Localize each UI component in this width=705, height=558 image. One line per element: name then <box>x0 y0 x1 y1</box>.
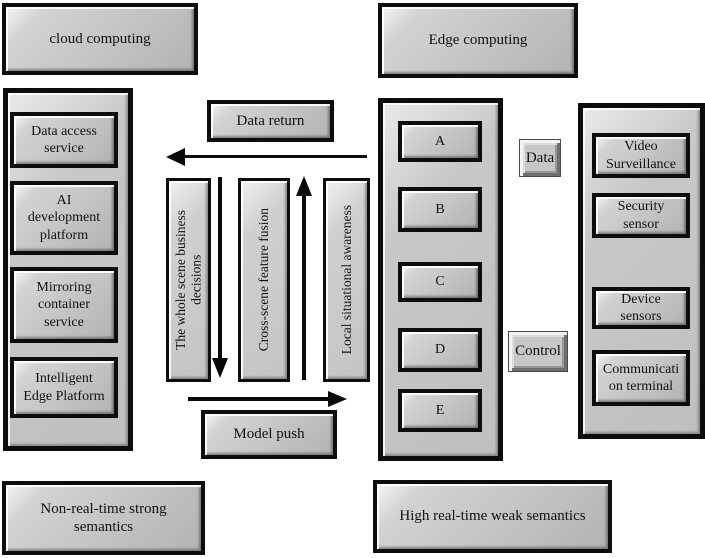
downward-arrow-shaft <box>218 177 222 360</box>
model-push-arrow-shaft <box>188 397 331 401</box>
node-d-box: D <box>398 328 482 372</box>
local-situational-awareness-bar: Local situational awareness <box>323 178 370 382</box>
communication-terminal-box: Communicati on terminal <box>592 350 690 406</box>
mirroring-container-service-box: Mirroring container service <box>10 267 118 343</box>
high-real-time-weak-semantics-box: High real-time weak semantics <box>373 480 612 553</box>
edge-computing-box: Edge computing <box>378 3 578 78</box>
data-access-service-box: Data access service <box>10 112 118 168</box>
ai-development-platform-box: AI development platform <box>10 181 118 255</box>
cross-scene-feature-fusion-bar: Cross-scene feature fusion <box>238 178 290 382</box>
downward-arrowhead-icon <box>212 358 228 378</box>
control-link-button: Control <box>508 331 568 372</box>
node-b-box: B <box>398 187 482 232</box>
data-return-box: Data return <box>207 100 334 142</box>
cloud-services-panel: Data access service AI development platf… <box>3 88 133 451</box>
node-e-box: E <box>398 389 482 432</box>
whole-scene-business-decisions-label: The whole scene business decisions <box>172 210 204 350</box>
intelligent-edge-platform-box: Intelligent Edge Platform <box>10 357 118 418</box>
cloud-computing-box: cloud computing <box>2 3 198 75</box>
data-return-arrowhead-icon <box>166 148 185 166</box>
data-link-button: Data <box>519 139 561 177</box>
node-a-box: A <box>398 121 482 162</box>
security-sensor-box: Security sensor <box>592 193 690 238</box>
terminal-devices-panel: Video Surveillance Security sensor Devic… <box>578 103 705 439</box>
data-return-arrow-shaft <box>182 155 367 158</box>
video-surveillance-box: Video Surveillance <box>592 133 690 178</box>
model-push-box: Model push <box>201 410 337 459</box>
local-situational-awareness-label: Local situational awareness <box>338 205 354 355</box>
cross-scene-feature-fusion-label: Cross-scene feature fusion <box>256 208 272 352</box>
node-c-box: C <box>398 262 482 302</box>
non-real-time-strong-semantics-box: Non-real-time strong semantics <box>2 481 205 555</box>
device-sensors-box: Device sensors <box>592 287 690 329</box>
upward-arrow-shaft <box>302 194 306 380</box>
upward-arrowhead-icon <box>296 176 312 196</box>
edge-nodes-panel: A B C D E <box>378 98 503 461</box>
whole-scene-business-decisions-bar: The whole scene business decisions <box>166 178 211 382</box>
model-push-arrowhead-icon <box>328 391 347 407</box>
